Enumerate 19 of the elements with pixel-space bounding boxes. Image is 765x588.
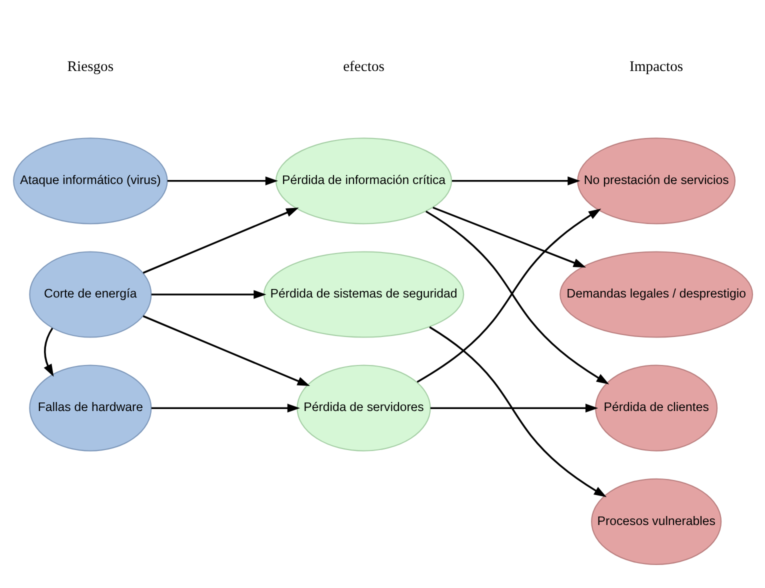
- arrow: [150, 403, 300, 412]
- arrow: [150, 290, 266, 298]
- node-ellipse: No prestación de servicios: [576, 137, 736, 224]
- node-ellipse: Demandas legales / desprestigio: [559, 250, 753, 338]
- arrow: [428, 326, 606, 497]
- label: efectos: [342, 58, 384, 75]
- label: Impactos: [629, 58, 683, 75]
- node-ellipse: Pérdida de información crítica: [274, 137, 452, 224]
- arrow: [452, 176, 580, 185]
- arrow: [432, 206, 586, 267]
- arrow: [43, 327, 54, 376]
- arrow: [142, 314, 310, 386]
- node-ellipse: Pérdida de sistemas de seguridad: [262, 250, 464, 338]
- node-ellipse: Corte de energía: [28, 250, 152, 338]
- label: Riesgos: [66, 58, 114, 75]
- arrow: [166, 176, 278, 185]
- arrow: [142, 207, 298, 274]
- arrow: [430, 403, 598, 412]
- node-ellipse: Ataque informático (virus): [12, 137, 168, 224]
